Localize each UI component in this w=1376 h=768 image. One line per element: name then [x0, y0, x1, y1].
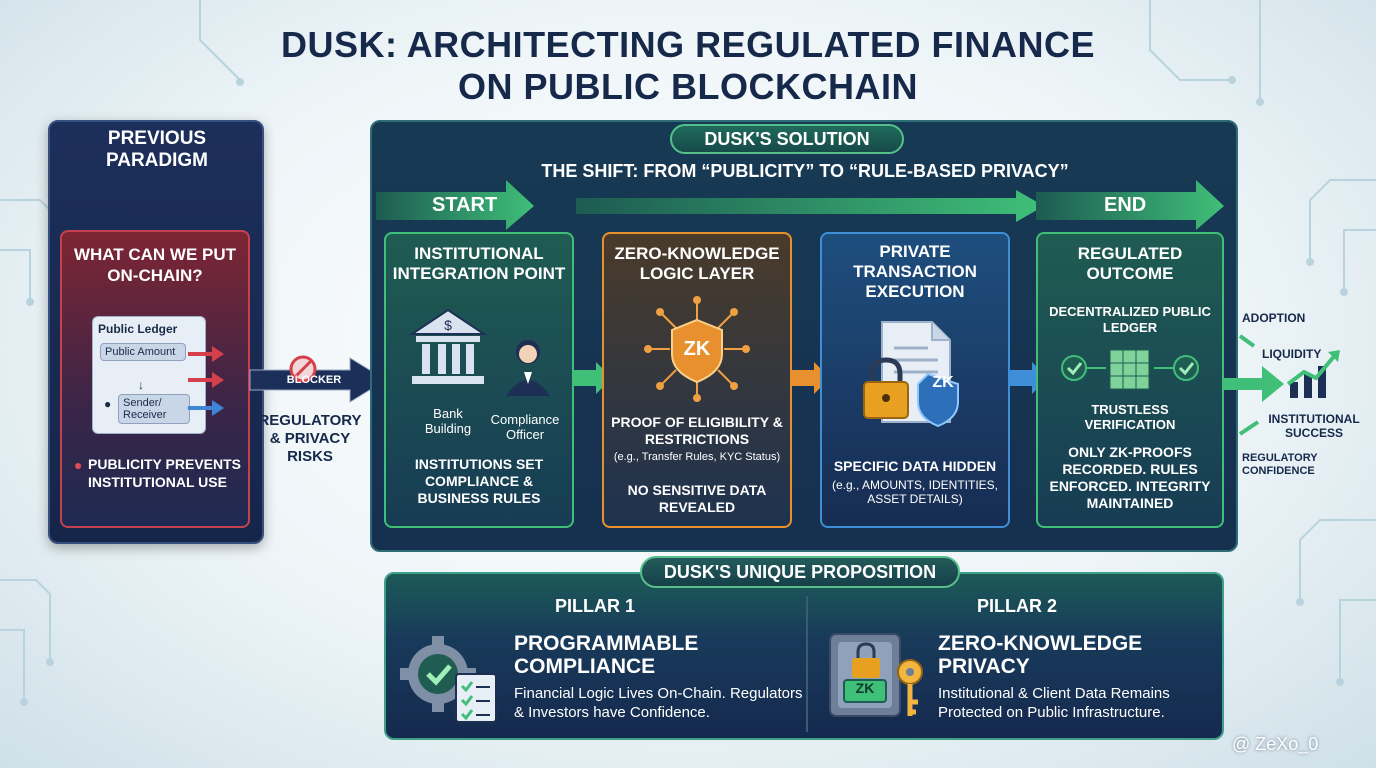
blocker-label: BLOCKER: [286, 374, 342, 386]
pillar1-heading: PILLAR 1: [554, 596, 635, 616]
zk-circuit-shield-icon: [644, 296, 750, 402]
svg-text:$: $: [444, 317, 452, 333]
zk-badge-text: ZK: [683, 338, 711, 360]
watermark: @ ZeXo_0: [1232, 734, 1319, 754]
card-private-execution-example: (e.g., AMOUNTS, IDENTITIES, ASSET DETAIL…: [831, 478, 999, 506]
compliance-officer-icon: [506, 340, 550, 396]
blocker-risks: REGULATORY & PRIVACY RISKS: [258, 412, 362, 465]
card-regulated-outcome-body: ONLY ZK-PROOFS RECORDED. RULES ENFORCED.…: [1049, 444, 1211, 511]
compliance-officer-label: Compliance Officer: [490, 412, 560, 442]
decentralized-ledger-label: DECENTRALIZED PUBLIC LEDGER: [1049, 304, 1211, 335]
card-zk-logic-example: (e.g., Transfer Rules, KYC Status): [613, 451, 781, 463]
title-line-2: ON PUBLIC BLOCKCHAIN: [458, 66, 918, 107]
outcome-arrows: [1224, 334, 1284, 436]
previous-question: WHAT CAN WE PUT ON-CHAIN?: [73, 245, 237, 285]
pillar2-description: Institutional & Client Data Remains Prot…: [938, 685, 1170, 721]
gear-checklist-icon: [400, 636, 497, 723]
locked-document-icon: [863, 321, 959, 428]
start-end-arrow: [376, 180, 1224, 230]
shift-headline: THE SHIFT: FROM “PUBLICITY” TO “RULE-BAS…: [541, 161, 1069, 181]
proposition-tab: DUSK'S UNIQUE PROPOSITION: [640, 556, 960, 588]
bank-building-label: Bank Building: [424, 406, 472, 436]
page-title: DUSK: ARCHITECTING REGULATED FINANCE ON …: [0, 24, 1376, 108]
card-zk-logic-note: NO SENSITIVE DATA REVEALED: [627, 482, 767, 515]
growth-chart-icon: [1286, 350, 1340, 398]
no-entry-icon: [289, 355, 317, 383]
pillar1-description: Financial Logic Lives On-Chain. Regulato…: [514, 685, 803, 721]
pillar2-heading: PILLAR 2: [976, 596, 1057, 616]
public-amount-field: Public Amount: [100, 343, 186, 361]
zk-shield-text: ZK: [932, 374, 954, 391]
outcome-liquidity: LIQUIDITY: [1262, 347, 1322, 361]
vault-zk-text: ZK: [855, 680, 875, 696]
card-regulated-outcome-title: REGULATED OUTCOME: [1077, 244, 1183, 283]
pillar-divider: [806, 596, 808, 732]
outcome-confidence: REGULATORY CONFIDENCE: [1242, 452, 1318, 477]
ledger-verification-icon: [1061, 349, 1199, 390]
card-zk-logic-body: PROOF OF ELIGIBILITY & RESTRICTIONS: [611, 414, 783, 447]
bullet-icon: ●: [74, 457, 83, 473]
trustless-verification-label: TRUSTLESS VERIFICATION: [1084, 402, 1176, 432]
card-institutional-title: INSTITUTIONAL INTEGRATION POINT: [392, 244, 566, 283]
pillar2-title: ZERO-KNOWLEDGE PRIVACY: [938, 632, 1143, 678]
solution-tab: DUSK'S SOLUTION: [670, 124, 904, 154]
end-label: END: [1104, 194, 1147, 216]
vault-key-icon: [829, 633, 923, 717]
person-icon: ●: [104, 397, 112, 411]
previous-bullet: PUBLICITY PREVENTS INSTITUTIONAL USE: [88, 456, 241, 490]
sender-receiver-field: Sender/ Receiver: [118, 394, 190, 424]
previous-paradigm-heading: PREVIOUS PARADIGM: [105, 128, 209, 171]
pillar1-title: PROGRAMMABLE COMPLIANCE: [514, 632, 699, 678]
outcome-adoption: ADOPTION: [1242, 311, 1306, 325]
card-private-execution-body: SPECIFIC DATA HIDDEN: [833, 458, 997, 474]
public-ledger-title: Public Ledger: [98, 322, 178, 336]
proposition-panel: [384, 572, 1224, 740]
ledger-down-arrow: ↓: [138, 378, 144, 392]
start-label: START: [432, 194, 498, 216]
title-line-1: DUSK: ARCHITECTING REGULATED FINANCE: [281, 24, 1095, 65]
ledger-side-arrows: [188, 346, 224, 416]
bank-building-icon: $: [408, 308, 488, 384]
card-institutional-body: INSTITUTIONS SET COMPLIANCE & BUSINESS R…: [414, 456, 544, 506]
blocker-arrow: [249, 357, 387, 403]
outcome-success: INSTITUTIONAL SUCCESS: [1268, 412, 1360, 440]
card-zk-logic-title: ZERO-KNOWLEDGE LOGIC LAYER: [614, 244, 780, 283]
card-private-execution-title: PRIVATE TRANSACTION EXECUTION: [853, 242, 977, 301]
